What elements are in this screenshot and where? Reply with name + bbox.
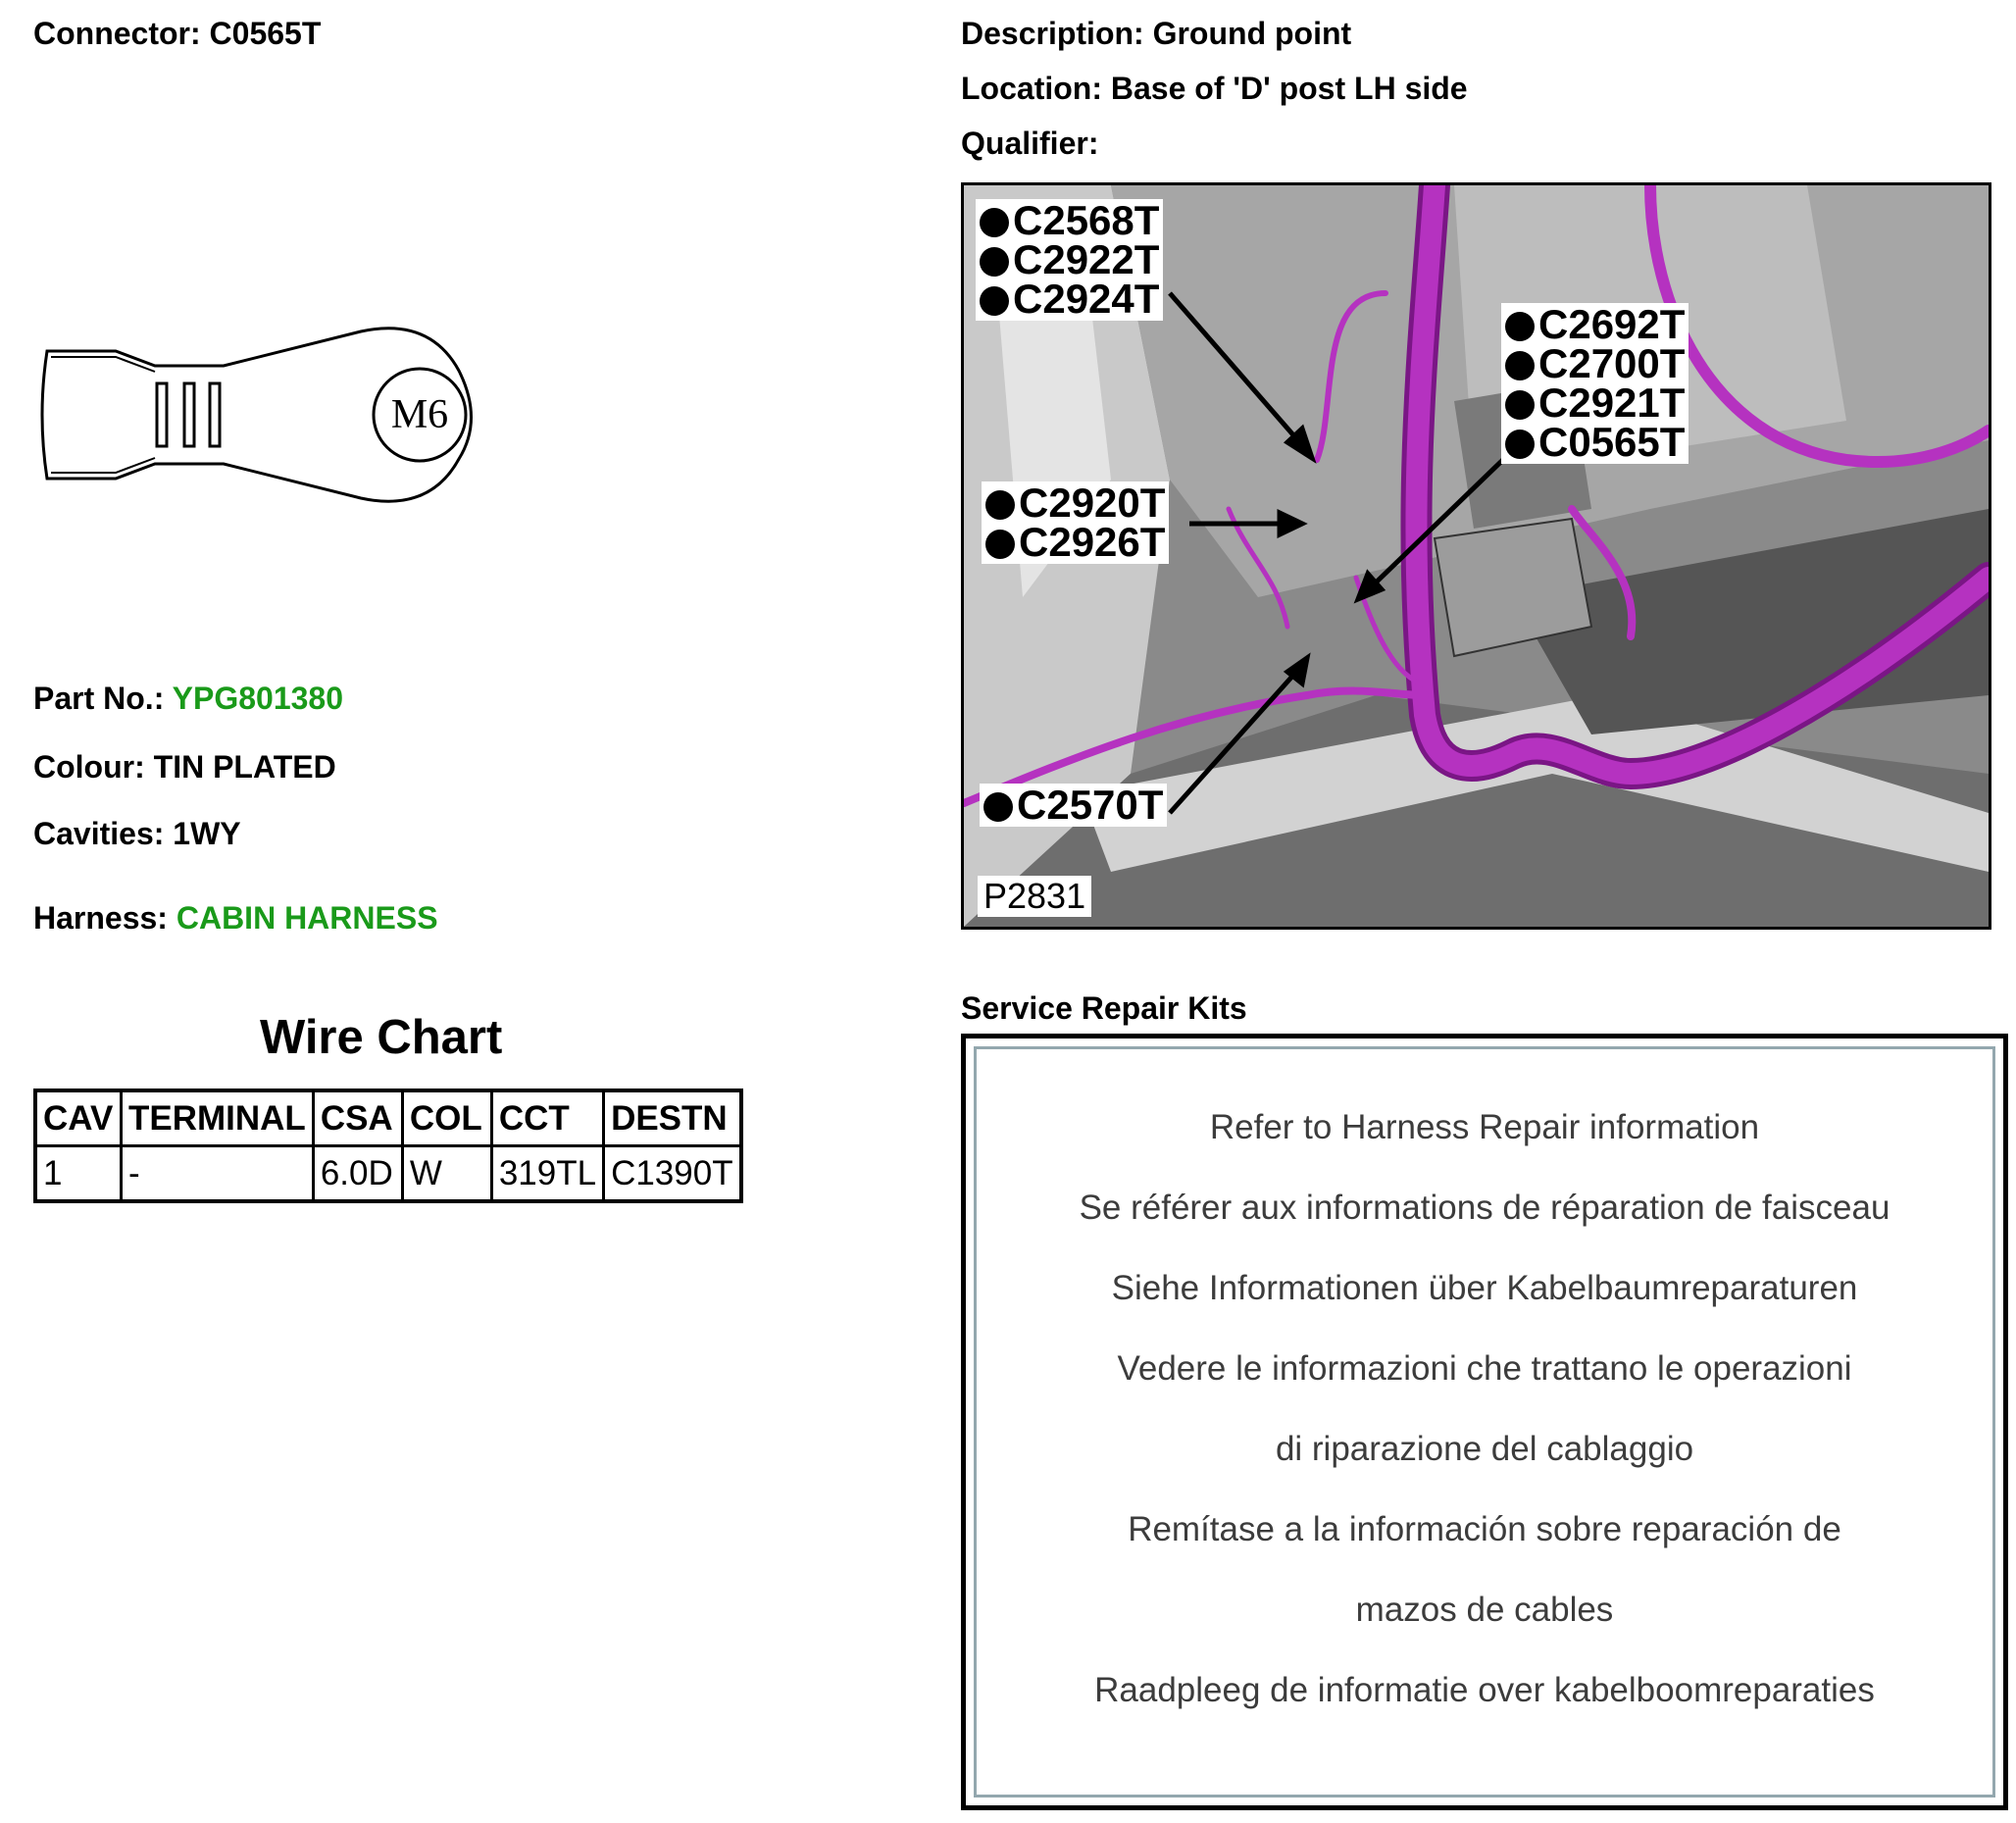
description-line: Description: Ground point: [961, 16, 1351, 52]
callout-group-4: C2570T: [980, 782, 1168, 828]
location-value: Base of 'D' post LH side: [1110, 71, 1468, 106]
repair-info-line: Siehe Informationen über Kabelbaumrepara…: [1111, 1269, 1858, 1307]
callout-group-1: C2568T C2922T C2924T: [976, 197, 1164, 322]
terminal-outline: [40, 327, 473, 503]
callout-label: C2921T: [1538, 380, 1686, 426]
bullet-icon: [1505, 390, 1535, 420]
column-header: CSA: [311, 1089, 404, 1147]
service-repair-kits-box: Refer to Harness Repair information Se r…: [961, 1034, 2008, 1810]
callout-label: C0565T: [1538, 419, 1686, 465]
bullet-icon: [985, 490, 1015, 520]
table-cell: -: [120, 1144, 315, 1203]
table-cell: 1: [33, 1144, 123, 1203]
location-label: Location:: [961, 71, 1102, 106]
repair-info-line: Vedere le informazioni che trattano le o…: [1117, 1349, 1852, 1388]
repair-info-line: Se référer aux informations de réparatio…: [1079, 1189, 1890, 1227]
stud-hole: [372, 367, 468, 463]
crimp-line-3: [208, 381, 222, 448]
bullet-icon: [983, 792, 1013, 822]
table-cell: C1390T: [602, 1144, 743, 1203]
column-header: CAV: [33, 1089, 123, 1147]
callout-label: C2692T: [1538, 301, 1686, 347]
repair-info-line: Refer to Harness Repair information: [1209, 1108, 1760, 1146]
location-line: Location: Base of 'D' post LH side: [961, 71, 1468, 107]
callout-group-2: C2692T C2700T C2921T C0565T: [1501, 301, 1689, 465]
column-header: DESTN: [602, 1089, 743, 1147]
part-no-link[interactable]: YPG801380: [172, 681, 344, 716]
callout-label: C2700T: [1538, 340, 1686, 386]
crimp-line-2: [182, 381, 196, 448]
colour-value: TIN PLATED: [153, 749, 336, 785]
callout-group-3: C2920T C2926T: [982, 480, 1170, 565]
bullet-icon: [980, 208, 1009, 237]
callout-label: C2568T: [1013, 197, 1160, 243]
callout-label: C2922T: [1013, 236, 1160, 282]
ring-terminal-drawing: M6: [40, 327, 473, 503]
bullet-icon: [985, 530, 1015, 559]
repair-info-line: Remítase a la información sobre reparaci…: [1128, 1510, 1841, 1548]
bullet-icon: [980, 247, 1009, 277]
table-row: 1 - 6.0D W 319TL C1390T: [33, 1144, 743, 1203]
bullet-icon: [1505, 312, 1535, 341]
connector-line: Connector: C0565T: [33, 16, 321, 52]
callout-label: C2920T: [1019, 480, 1166, 526]
description-value: Ground point: [1152, 16, 1352, 51]
qualifier-line: Qualifier:: [961, 126, 1098, 162]
repair-info-line: Raadpleeg de informatie over kabelboomre…: [1094, 1671, 1875, 1709]
wire-chart-table: CAV TERMINAL CSA COL CCT DESTN 1 - 6.0D …: [33, 1089, 743, 1203]
service-repair-kits-title: Service Repair Kits: [961, 990, 1247, 1026]
figure-reference: P2831: [978, 876, 1092, 917]
description-label: Description:: [961, 16, 1144, 51]
column-header: CCT: [489, 1089, 606, 1147]
cavities-value: 1WY: [173, 816, 241, 851]
cavities-line: Cavities: 1WY: [33, 816, 241, 852]
connector-value: C0565T: [209, 16, 322, 51]
part-no-label: Part No.:: [33, 681, 165, 716]
repair-info-text: Refer to Harness Repair information Se r…: [977, 1108, 1992, 1751]
location-illustration: C2568T C2922T C2924T C2692T C2700T C2921…: [961, 182, 1991, 930]
bullet-icon: [980, 286, 1009, 316]
crimp-line-1: [155, 381, 169, 448]
callout-label: C2926T: [1019, 519, 1166, 565]
bullet-icon: [1505, 351, 1535, 380]
wire-chart-title: Wire Chart: [260, 1011, 503, 1064]
callout-label: C2570T: [1017, 782, 1164, 828]
table-cell: 319TL: [489, 1144, 606, 1203]
cavities-label: Cavities:: [33, 816, 165, 851]
part-no-line: Part No.: YPG801380: [33, 681, 343, 717]
harness-label: Harness:: [33, 900, 168, 936]
table-cell: W: [400, 1144, 493, 1203]
colour-label: Colour:: [33, 749, 145, 785]
harness-link[interactable]: CABIN HARNESS: [176, 900, 438, 936]
bullet-icon: [1505, 430, 1535, 459]
table-header-row: CAV TERMINAL CSA COL CCT DESTN: [33, 1089, 743, 1147]
colour-line: Colour: TIN PLATED: [33, 749, 336, 785]
harness-line: Harness: CABIN HARNESS: [33, 900, 438, 937]
stud-size-label: M6: [391, 392, 448, 437]
repair-info-line: mazos de cables: [1355, 1591, 1614, 1629]
column-header: COL: [400, 1089, 493, 1147]
callout-label: C2924T: [1013, 276, 1160, 322]
qualifier-label: Qualifier:: [961, 126, 1099, 161]
repair-info-line: di riparazione del cablaggio: [1275, 1430, 1694, 1468]
column-header: TERMINAL: [120, 1089, 315, 1147]
connector-label: Connector:: [33, 16, 201, 51]
service-repair-kits-inner: Refer to Harness Repair information Se r…: [974, 1046, 1995, 1798]
table-cell: 6.0D: [311, 1144, 404, 1203]
